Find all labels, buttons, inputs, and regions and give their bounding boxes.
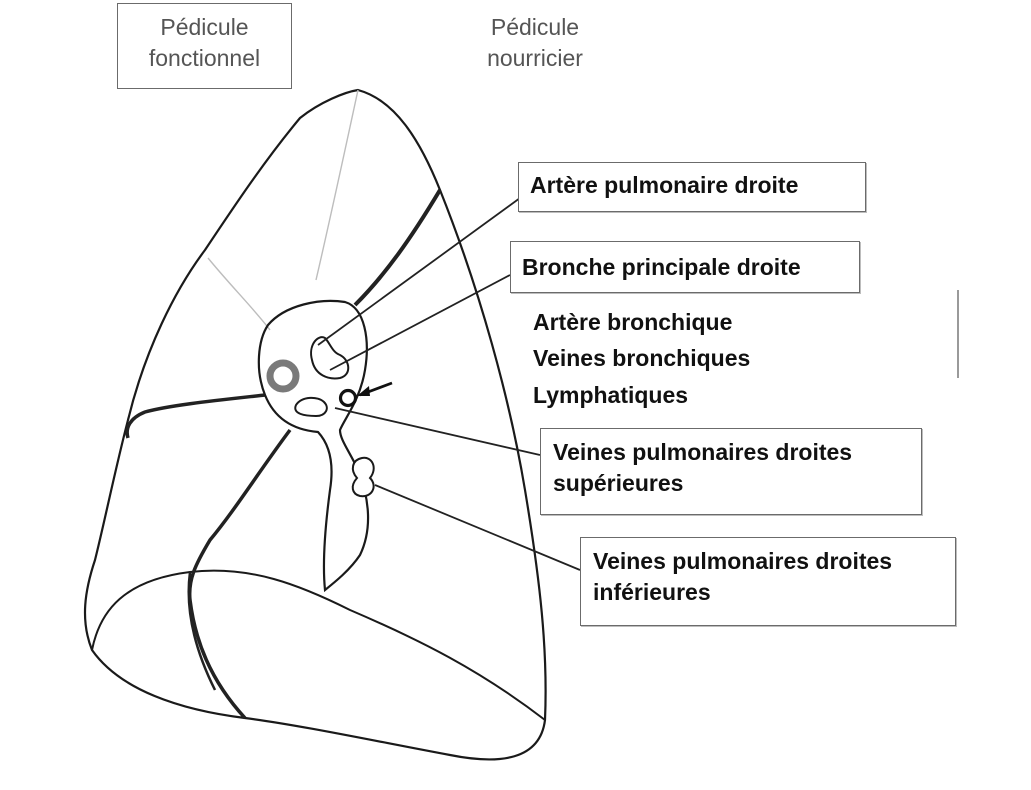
pulmonary-artery-box	[518, 162, 866, 212]
leader-line-bronchus	[329, 274, 511, 371]
bronchial-artery-label: Artère bronchique	[533, 309, 733, 335]
horizontal-fissure	[125, 393, 266, 439]
leader-line-pulmonary-artery	[317, 197, 521, 346]
pulmonary-artery-ring	[266, 359, 300, 393]
bronchial-vessel-shape	[294, 396, 328, 418]
lung-base-outline	[91, 569, 546, 721]
faint-segment-line-apex	[315, 89, 359, 281]
hilum-outline	[257, 299, 370, 593]
pulmonary-veins-shape	[351, 456, 375, 498]
inferior-veins-label: Veines pulmonaires droites inférieures	[593, 548, 893, 606]
main-bronchus-box	[510, 241, 860, 293]
pulmonary-artery-label: Artère pulmonaire droite	[530, 172, 799, 198]
nutritive-pedicle-label: Pédicule nourricier	[487, 14, 583, 72]
faint-segment-line-upper	[207, 257, 271, 331]
leader-line-inferior-veins	[374, 484, 581, 571]
lymphatics-label: Lymphatiques	[533, 382, 689, 408]
oblique-fissure-base	[187, 571, 217, 691]
functional-pedicle-label: Pédicule fonctionnel	[148, 14, 261, 72]
vertical-divider-line	[957, 290, 959, 378]
oblique-fissure-lower	[187, 428, 292, 720]
leader-line-superior-veins	[334, 407, 541, 456]
bronchus-shape	[310, 336, 350, 380]
superior-veins-box	[540, 428, 922, 515]
main-bronchus-label: Bronche principale droite	[522, 254, 801, 280]
oblique-fissure-upper	[353, 188, 442, 307]
superior-veins-label: Veines pulmonaires droites supérieures	[553, 439, 853, 497]
bronchial-veins-label: Veines bronchiques	[533, 345, 751, 371]
functional-pedicle-box	[117, 3, 292, 89]
leader-arrowhead-bronchial-artery	[357, 386, 370, 396]
inferior-veins-box	[580, 537, 956, 626]
bronchial-artery-circle	[338, 388, 358, 408]
lung-outline	[83, 88, 547, 761]
